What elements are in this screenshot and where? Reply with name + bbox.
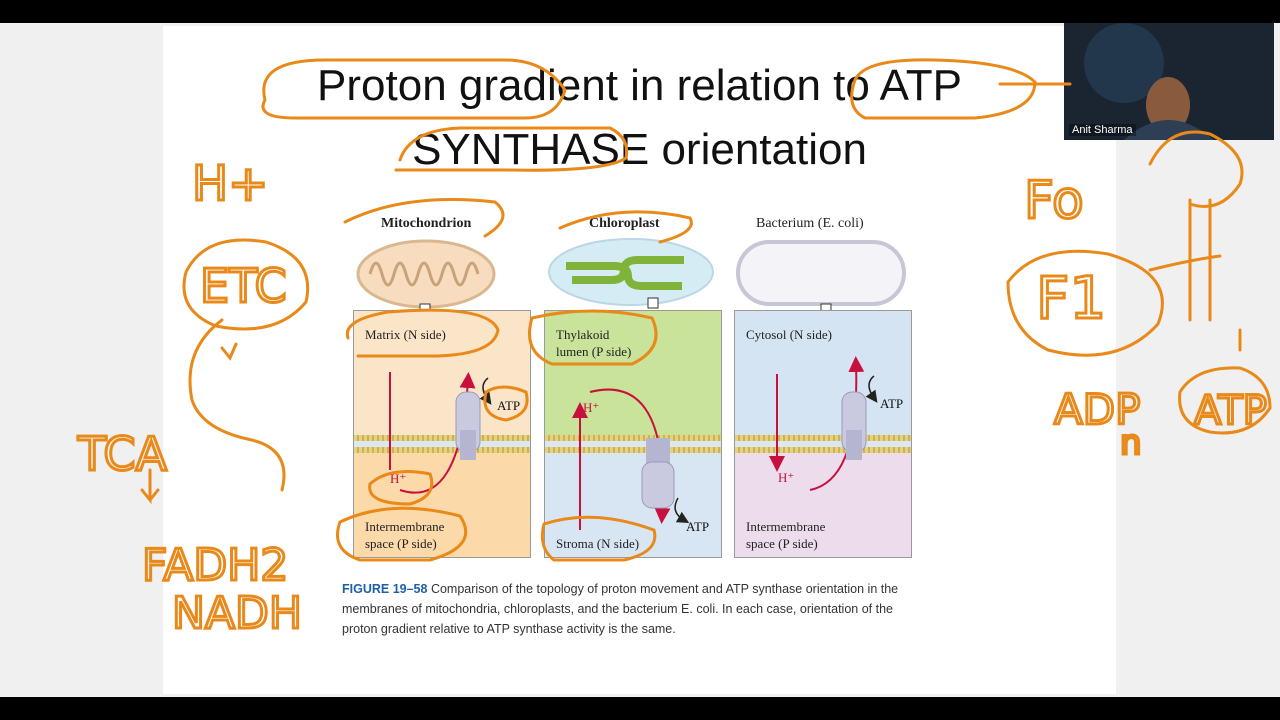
intermembrane-label-b2: space (P side) <box>746 536 818 551</box>
atp-label-mito: ATP <box>497 398 521 413</box>
atp-label-bact: ATP <box>880 396 904 411</box>
proton-label-mito: H⁺ <box>390 471 407 486</box>
proton-label-chloro: H⁺ <box>583 400 600 415</box>
caption-label: FIGURE 19–58 <box>342 582 428 596</box>
proton-flow-diagrams <box>389 356 878 530</box>
thylakoid-label-2: lumen (P side) <box>556 344 632 359</box>
organism-label-bacterium: Bacterium (E. coli) <box>756 216 864 231</box>
participant-video <box>1064 23 1274 140</box>
proton-label-bact: H⁺ <box>778 470 795 485</box>
slide-title-line1: Proton gradient in relation to ATP <box>317 61 962 110</box>
atp-label-chloro: ATP <box>686 519 710 534</box>
thylakoid-membrane <box>545 435 721 453</box>
webcam-video-tile[interactable]: Anit Sharma <box>1064 23 1274 140</box>
cytosol-label: Cytosol (N side) <box>746 327 832 342</box>
matrix-label: Matrix (N side) <box>365 327 446 342</box>
participant-name: Anit Sharma <box>1069 124 1136 136</box>
organism-label-mitochondrion: Mitochondrion <box>381 216 472 231</box>
intermembrane-label-b1: Intermembrane <box>746 519 826 534</box>
cytosol-region <box>735 311 911 435</box>
caption-text: Comparison of the topology of proton mov… <box>342 582 899 636</box>
figure-caption: FIGURE 19–58 Comparison of the topology … <box>342 579 922 639</box>
thylakoid-label-1: Thylakoid <box>556 327 610 342</box>
organism-label-chloroplast: Chloroplast <box>589 216 660 231</box>
slide-title-line2: SYNTHASE orientation <box>412 125 867 174</box>
inner-membrane <box>354 435 530 453</box>
intermembrane-label-2: space (P side) <box>365 536 437 551</box>
mitochondrion-image <box>356 239 496 309</box>
stroma-label: Stroma (N side) <box>556 536 640 551</box>
periplasm-region <box>735 453 911 557</box>
intermembrane-label-1: Intermembrane <box>365 519 445 534</box>
bacterium-image <box>736 240 906 306</box>
bacterium-panel <box>734 310 912 558</box>
plasma-membrane <box>735 435 911 453</box>
